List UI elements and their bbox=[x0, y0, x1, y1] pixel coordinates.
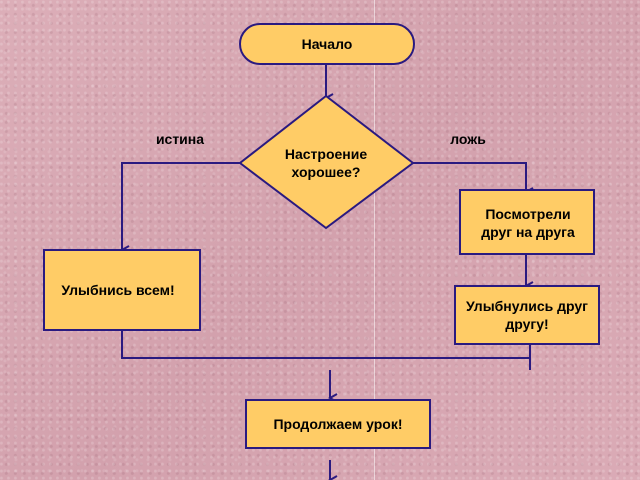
false-action-box-2 bbox=[454, 285, 600, 345]
false-branch-label: ложь bbox=[450, 131, 486, 147]
true-action-box bbox=[43, 249, 201, 331]
true-branch-label: истина bbox=[155, 131, 205, 147]
false-action-1-label: Посмотрели друг на друга bbox=[481, 206, 575, 240]
decision-diamond bbox=[238, 94, 415, 230]
connector-true-branch bbox=[122, 162, 240, 250]
false-action-2-label: Улыбнулись друг другу! bbox=[465, 298, 589, 332]
condition-label: Настроение хорошее? bbox=[284, 146, 368, 180]
connector-false-branch bbox=[413, 162, 526, 192]
true-action-label: Улыбнись всем! bbox=[61, 282, 175, 298]
start-label: Начало bbox=[301, 36, 353, 52]
end-label: Продолжаем урок! bbox=[273, 416, 403, 432]
end-process-box bbox=[245, 399, 431, 449]
background-divider-line bbox=[374, 0, 375, 480]
